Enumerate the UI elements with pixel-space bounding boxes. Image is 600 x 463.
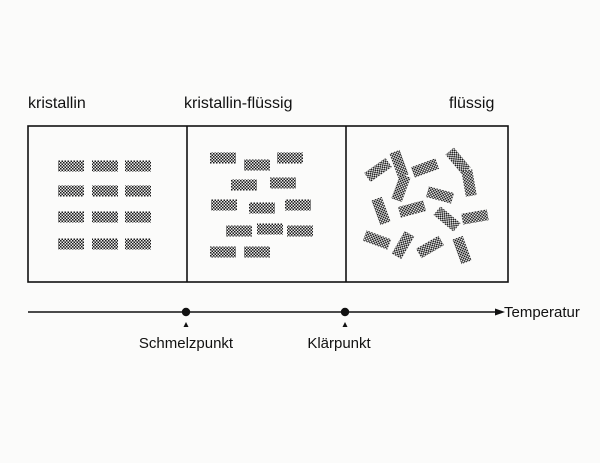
molecule xyxy=(92,238,118,250)
liquid-crystalline-molecules xyxy=(210,152,313,258)
molecule xyxy=(58,185,84,197)
molecule xyxy=(362,230,392,250)
molecule xyxy=(410,158,440,178)
molecule xyxy=(257,223,283,235)
molecule xyxy=(270,177,296,189)
molecule xyxy=(426,186,454,204)
molecule xyxy=(415,235,445,259)
molecule xyxy=(210,152,236,164)
marker-dot-klaerpunkt xyxy=(340,307,350,317)
molecule xyxy=(125,185,151,197)
molecule xyxy=(58,238,84,250)
molecule xyxy=(287,225,313,237)
phase-frame xyxy=(27,125,509,283)
phase-label-fluessig: flüssig xyxy=(449,95,494,112)
marker-tick-klaerpunkt xyxy=(342,322,348,327)
molecule xyxy=(125,238,151,250)
molecule xyxy=(125,160,151,172)
molecule xyxy=(226,225,252,237)
molecule xyxy=(452,235,472,265)
liquid-molecules xyxy=(362,147,489,265)
molecule xyxy=(92,185,118,197)
temperature-axis-label: Temperatur xyxy=(504,304,580,321)
marker-label-schmelzpunkt: Schmelzpunkt xyxy=(139,335,234,352)
molecule xyxy=(433,206,461,232)
temperature-axis-arrow-icon xyxy=(495,308,505,316)
molecule xyxy=(92,160,118,172)
marker-label-klaerpunkt: Klärpunkt xyxy=(307,335,371,352)
molecule xyxy=(461,209,489,225)
molecule xyxy=(210,246,236,258)
molecule xyxy=(277,152,303,164)
molecule xyxy=(244,159,270,171)
molecule xyxy=(285,199,311,211)
molecule xyxy=(58,211,84,223)
molecule xyxy=(211,199,237,211)
molecule xyxy=(389,149,409,179)
molecule xyxy=(445,147,471,175)
phase-label-kristallin: kristallin xyxy=(28,95,86,112)
marker-tick-schmelzpunkt xyxy=(183,322,189,327)
molecule xyxy=(391,173,411,203)
marker-dot-schmelzpunkt xyxy=(181,307,191,317)
molecule xyxy=(249,202,275,214)
molecule xyxy=(461,169,477,197)
crystalline-molecules xyxy=(58,160,151,250)
molecule xyxy=(364,158,392,182)
molecule xyxy=(398,200,426,218)
molecule xyxy=(391,230,415,260)
molecule xyxy=(371,196,391,226)
molecule xyxy=(92,211,118,223)
molecule xyxy=(231,179,257,191)
phase-label-kristallin-fluessig: kristallin-flüssig xyxy=(184,95,292,112)
molecule xyxy=(58,160,84,172)
molecule xyxy=(125,211,151,223)
molecule xyxy=(244,246,270,258)
